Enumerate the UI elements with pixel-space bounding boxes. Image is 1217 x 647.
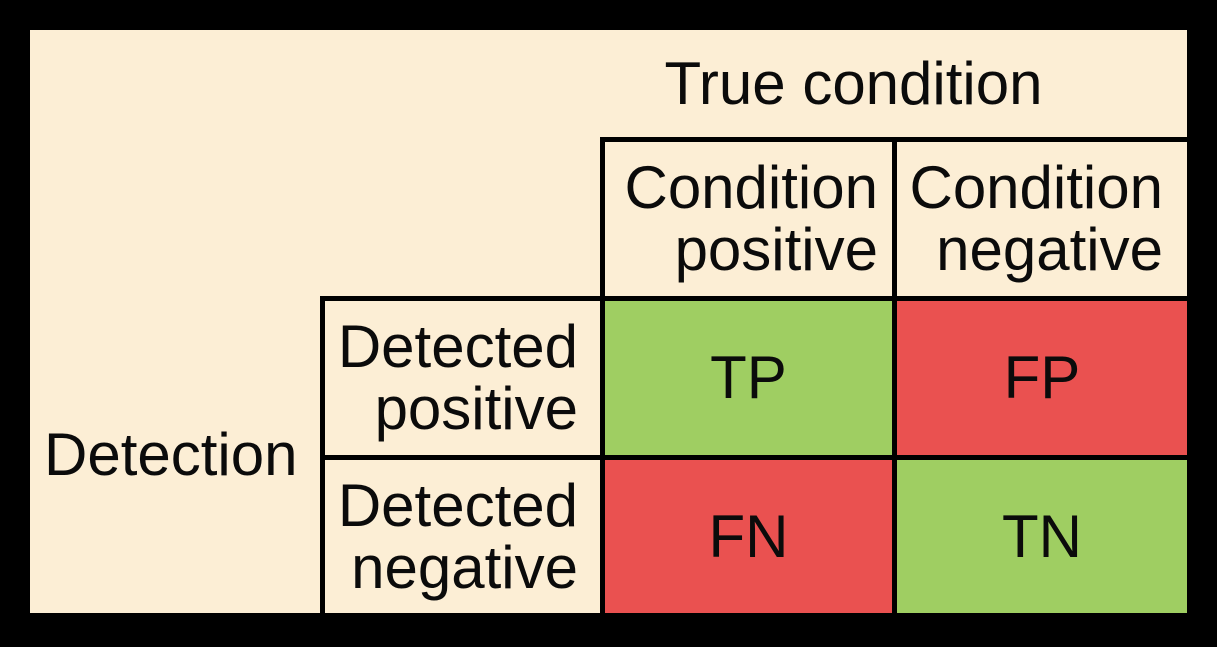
cell-true-negative: TN bbox=[892, 455, 1187, 613]
detection-axis-label: Detection bbox=[44, 420, 298, 488]
column-header-condition-negative: Condition negative bbox=[892, 137, 1187, 296]
true-condition-title: True condition bbox=[664, 49, 1043, 117]
cell-false-negative: FN bbox=[600, 455, 892, 613]
cell-true-positive: TP bbox=[600, 296, 892, 455]
figure-sheet: True condition Condition positive Condit… bbox=[30, 30, 1187, 613]
cell-false-positive: FP bbox=[892, 296, 1187, 455]
column-header-condition-positive: Condition positive bbox=[600, 137, 892, 296]
row-header-detected-negative: Detected negative bbox=[320, 455, 600, 613]
row-header-detected-positive: Detected positive bbox=[320, 296, 600, 455]
